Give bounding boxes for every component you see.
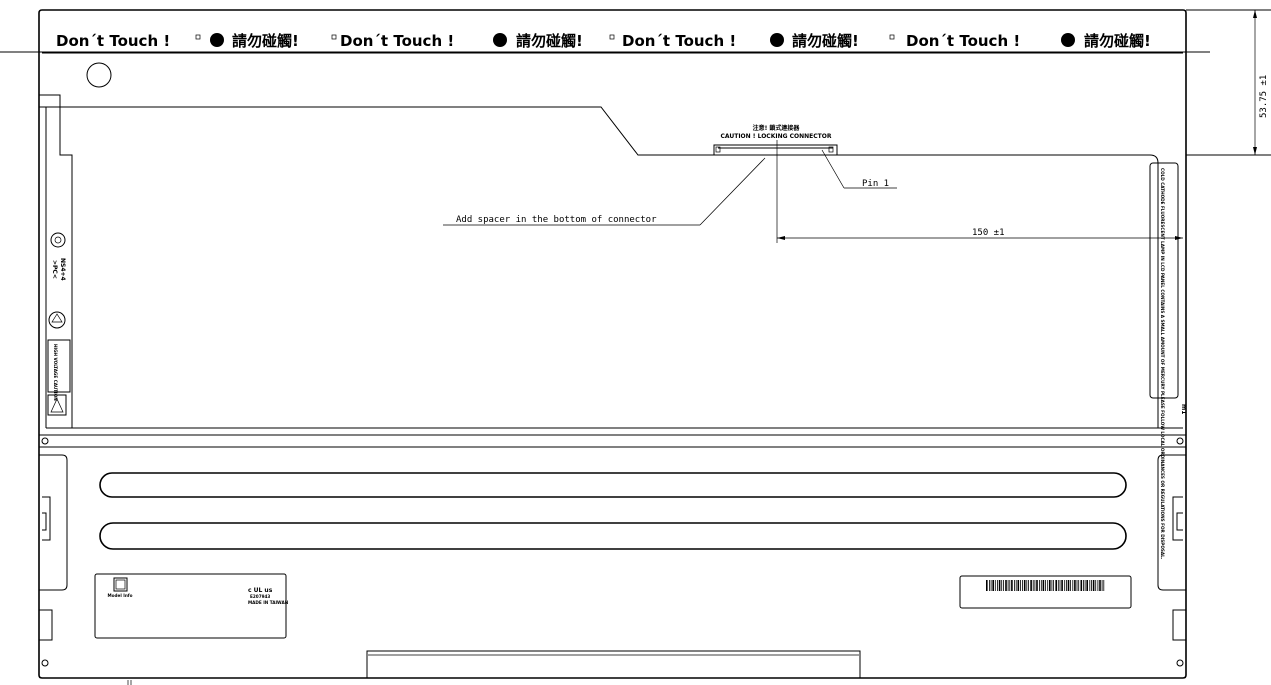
dimension-150-label: 150 ±1 bbox=[972, 228, 1005, 238]
warning-dot-icon bbox=[493, 33, 507, 47]
dimension-vertical: 53.75 ±1 bbox=[1253, 10, 1269, 155]
warning-text-en-3: Don´t Touch ! bbox=[622, 32, 736, 50]
ul-mark: c UL us bbox=[248, 587, 273, 594]
connector-caution-en: CAUTION ! LOCKING CONNECTOR bbox=[721, 133, 832, 140]
warning-text-zh-3: 請勿碰觸! bbox=[792, 32, 859, 50]
warning-segment-2: Don´t Touch ! 請勿碰觸! bbox=[331, 32, 583, 50]
lower-frame bbox=[39, 434, 1186, 685]
high-voltage-label bbox=[47, 339, 71, 393]
barcode-label bbox=[959, 575, 1132, 609]
warning-segment-4: Don´t Touch ! 請勿碰觸! bbox=[889, 32, 1151, 50]
warning-text-zh-4: 請勿碰觸! bbox=[1084, 32, 1151, 50]
warning-text-zh-1: 請勿碰觸! bbox=[232, 32, 299, 50]
product-label: Model Info c UL us E207943 MADE IN TAIWA… bbox=[94, 573, 289, 639]
made-in: MADE IN TAIWAN bbox=[248, 600, 289, 605]
square-marker-icon bbox=[331, 34, 337, 40]
ul-file: E207943 bbox=[250, 594, 270, 599]
spacer-note: Add spacer in the bottom of connector bbox=[456, 215, 657, 225]
panel-outline bbox=[0, 9, 1271, 679]
recycle-icon bbox=[48, 311, 66, 329]
mounting-hole bbox=[86, 62, 112, 88]
spacer-callout: Add spacer in the bottom of connector bbox=[443, 157, 766, 226]
warning-dot-icon bbox=[210, 33, 224, 47]
dimension-horizontal: 150 ±1 bbox=[776, 140, 1183, 243]
ventilation-slots bbox=[99, 472, 1127, 550]
connector-caution-zh: 注意! 鎖式連接器 bbox=[753, 124, 801, 132]
barcode-icon bbox=[986, 580, 1105, 591]
square-marker-icon bbox=[889, 34, 895, 40]
slot-upper bbox=[99, 472, 1127, 498]
square-marker-icon bbox=[609, 34, 615, 40]
warning-segment-1: Don´t Touch ! 請勿碰觸! bbox=[56, 32, 299, 50]
warning-dot-icon bbox=[770, 33, 784, 47]
locking-connector: 注意! 鎖式連接器 CAUTION ! LOCKING CONNECTOR bbox=[713, 124, 838, 155]
ccfl-marking-2: NS4+4 bbox=[59, 258, 66, 281]
warning-text-en-2: Don´t Touch ! bbox=[340, 32, 454, 50]
qr-code-icon bbox=[113, 577, 128, 592]
ccfl-marking-1: >PC< bbox=[51, 260, 58, 279]
model-text: Model Info bbox=[107, 593, 132, 598]
mercury-badge: m1 bbox=[1180, 404, 1187, 414]
warning-segment-3: Don´t Touch ! 請勿碰觸! bbox=[609, 32, 859, 50]
warning-text-zh-2: 請勿碰觸! bbox=[516, 32, 583, 50]
warning-dot-icon bbox=[1061, 33, 1075, 47]
pin1-label: Pin 1 bbox=[862, 179, 889, 189]
hv-label-text: HIGH VOLTAGE CAUTION bbox=[53, 344, 58, 401]
mercury-warning-label: COLD CATHODE FLUORESCENT LAMP IN LCD PAN… bbox=[1149, 162, 1187, 560]
square-marker-icon bbox=[195, 34, 201, 40]
left-side-labels: >PC< NS4+4 HIGH VOLTAGE CAUTION bbox=[47, 232, 71, 416]
slot-lower bbox=[99, 522, 1127, 550]
mercury-warning-text: COLD CATHODE FLUORESCENT LAMP IN LCD PAN… bbox=[1160, 168, 1165, 560]
pin1-callout: Pin 1 bbox=[821, 149, 897, 189]
warning-banner: Don´t Touch ! 請勿碰觸! Don´t Touch ! 請勿碰觸! … bbox=[56, 32, 1151, 50]
dimension-53-label: 53.75 ±1 bbox=[1259, 75, 1269, 118]
upper-body bbox=[39, 62, 1183, 429]
warning-triangle-icon bbox=[50, 398, 64, 413]
gear-icon bbox=[50, 232, 66, 248]
warning-text-en-4: Don´t Touch ! bbox=[906, 32, 1020, 50]
warning-text-en-1: Don´t Touch ! bbox=[56, 32, 170, 50]
